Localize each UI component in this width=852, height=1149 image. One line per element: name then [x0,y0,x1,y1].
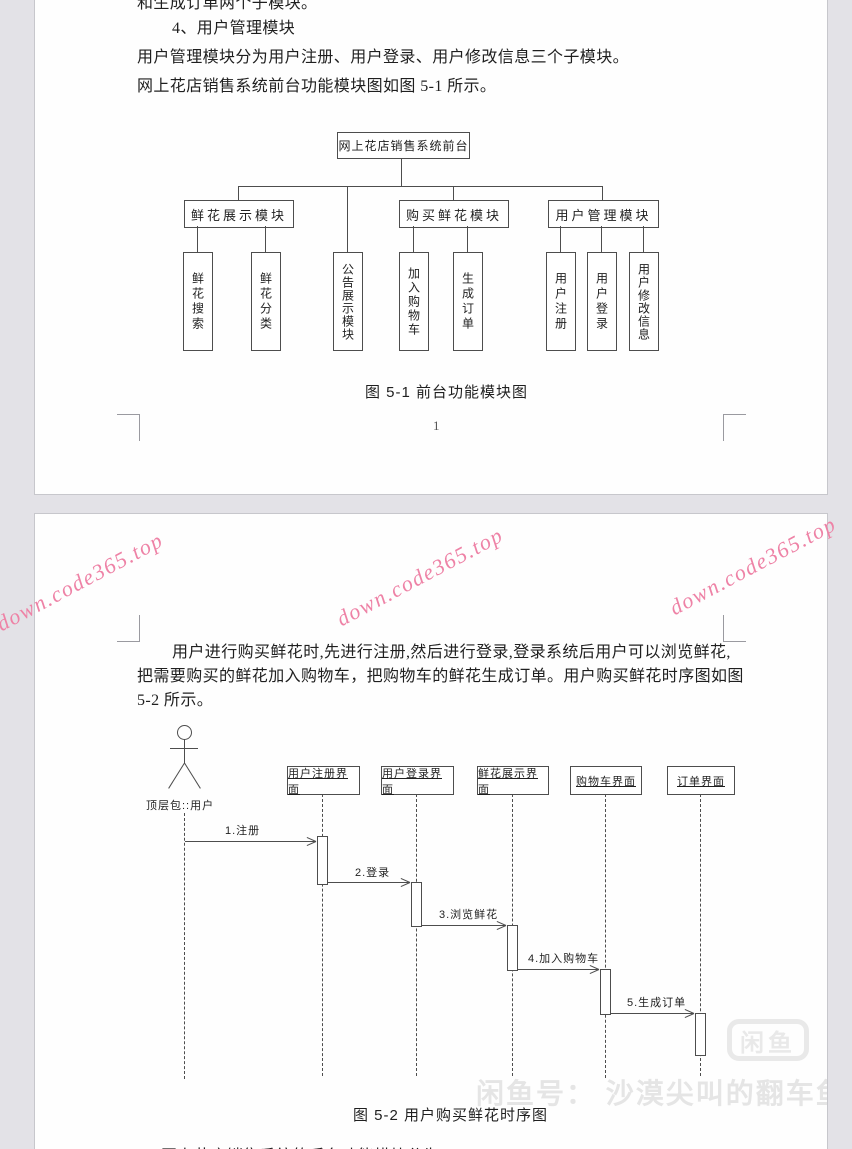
margin-corner-mark [723,615,746,642]
connector-line [347,186,348,252]
page-number: 1 [433,418,440,433]
connector-line [197,226,198,252]
org-level3-box: 用户修改信息 [629,252,659,351]
lifeline-box: 用户注册界面 [287,766,360,796]
lifeline [184,813,185,1079]
margin-corner-mark [117,414,140,441]
section-heading: 4、用户管理模块 [172,20,296,37]
actor-head [177,725,192,740]
message-label: 1.注册 [225,825,261,837]
figure-caption: 图 5-1 前台功能模块图 [365,384,529,401]
connector-line [602,186,603,200]
connector-line [401,158,402,186]
actor-label: 顶层包::用户 [146,800,215,812]
message-label: 5.生成订单 [627,997,687,1009]
page-2: 用户进行购买鲜花时,先进行注册,然后进行登录,登录系统后用户可以浏览鲜花, 把需… [34,513,828,1149]
page-1: 和生成订单两个子模块。 4、用户管理模块 用户管理模块分为用户注册、用户登录、用… [34,0,828,495]
margin-corner-mark [117,615,140,642]
figure-caption: 图 5-2 用户购买鲜花时序图 [353,1107,549,1124]
lifeline [700,794,701,1076]
activation-bar [695,1013,706,1056]
connector-line [238,186,602,187]
connector-line [265,226,266,252]
lifeline-box: 购物车界面 [570,766,642,795]
connector-line [413,226,414,252]
site-watermark-fragment: down.code365.top [0,0,24,151]
org-level3-box: 用户登录 [587,252,617,351]
actor-arms [170,748,198,749]
org-level3-box: 公告展示模块 [333,252,363,351]
paragraph-line: 网上花店销售系统前台功能模块图如图 5-1 所示。 [137,78,497,95]
message-label: 4.加入购物车 [528,953,600,965]
clipped-bottom-line: 网上花店销售系统的后台功能模块分为 [161,1142,440,1149]
org-level3-box: 加入购物车 [399,252,429,351]
connector-line [643,226,644,252]
connector-line [560,226,561,252]
activation-bar [411,882,422,927]
lifeline [416,794,417,1076]
lifeline-box: 鲜花展示界面 [477,766,549,796]
activation-bar [507,925,518,971]
paragraph-line: 5-2 所示。 [137,692,214,709]
message-arrow [185,841,316,842]
message-arrow [611,1013,694,1014]
clipped-top-line: 和生成订单两个子模块。 [137,0,318,12]
connector-line [453,186,454,200]
org-level3-box: 鲜花搜索 [183,252,213,351]
message-arrow [518,969,599,970]
message-label: 2.登录 [355,867,391,879]
margin-corner-mark [723,414,746,441]
paragraph-line: 把需要购买的鲜花加入购物车，把购物车的鲜花生成订单。用户购买鲜花时序图如图 [137,668,744,685]
lifeline [605,794,606,1078]
org-level2-box: 鲜花展示模块 [184,200,294,228]
paragraph-line: 用户管理模块分为用户注册、用户登录、用户修改信息三个子模块。 [137,49,630,66]
message-arrow [422,925,506,926]
actor-body [184,739,185,764]
org-root-box: 网上花店销售系统前台 [337,132,470,159]
message-arrow [328,882,410,883]
message-label: 3.浏览鲜花 [439,909,499,921]
org-level3-box: 生成订单 [453,252,483,351]
lifeline-box: 订单界面 [667,766,735,795]
lifeline [322,794,323,1076]
activation-bar [600,969,611,1015]
connector-line [467,226,468,252]
activation-bar [317,836,328,885]
xianyu-logo-watermark: 闲鱼 [727,1019,809,1061]
lifeline-box: 用户登录界面 [381,766,454,796]
xianyu-account-watermark: 闲鱼号： 沙漠尖叫的翻车鱼 [476,1078,828,1109]
org-level3-box: 鲜花分类 [251,252,281,351]
org-level2-box: 购买鲜花模块 [399,200,509,228]
paragraph-line: 用户进行购买鲜花时,先进行注册,然后进行登录,登录系统后用户可以浏览鲜花, [172,644,731,661]
connector-line [601,226,602,252]
org-level2-box: 用户管理模块 [548,200,659,228]
connector-line [238,186,239,200]
org-level3-box: 用户注册 [546,252,576,351]
actor-leg [168,762,185,789]
actor-leg [184,762,201,789]
